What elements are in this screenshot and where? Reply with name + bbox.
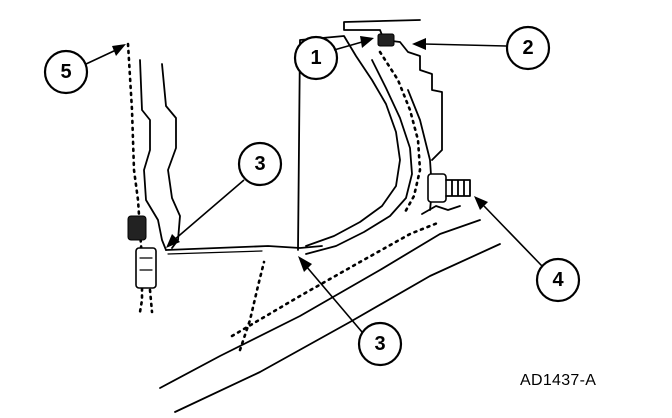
- top-bracket: [343, 19, 443, 161]
- callout-4-circle: [535, 257, 581, 303]
- central-panel-inner: [305, 59, 413, 255]
- floor-line: [165, 245, 323, 251]
- floor-line-lower: [167, 250, 263, 255]
- top-clip: [377, 33, 395, 47]
- callout-1-arrow: [360, 36, 374, 48]
- left-panel-dashed-edge: [126, 42, 144, 314]
- callout-5-leader: [85, 49, 117, 65]
- callout-2-arrow: [412, 38, 426, 50]
- bolt-thread: [445, 179, 471, 197]
- callout-4-arrow: [474, 196, 488, 210]
- lower-body-dashed-1: [230, 220, 442, 338]
- callout-3-lower-arrow: [298, 256, 312, 272]
- callout-4-label: 4: [552, 269, 564, 291]
- central-panel-outer: [297, 35, 401, 251]
- callout-3-upper-circle: [237, 141, 283, 187]
- callout-1-circle: [293, 35, 339, 81]
- callout-2-circle: [505, 25, 551, 71]
- callout-3-upper-arrow: [166, 234, 180, 248]
- callout-4-leader: [483, 205, 543, 267]
- left-bracket-detail: [139, 257, 153, 271]
- bolt-head: [427, 173, 447, 203]
- callout-2-label: 2: [522, 37, 533, 59]
- left-panel-outline-inner: [161, 63, 181, 249]
- left-panel-outline-outer: [139, 59, 167, 251]
- callout-3-lower-circle: [357, 321, 403, 367]
- callout-2-leader: [423, 43, 507, 47]
- callout-1-label: 1: [310, 47, 321, 69]
- lower-body-curve-2: [174, 243, 501, 413]
- callout-3-lower-label: 3: [374, 333, 385, 355]
- callout-5-arrow: [112, 44, 126, 56]
- callout-3-upper-leader: [173, 179, 245, 241]
- central-panel-dashed: [378, 50, 422, 216]
- callout-3-upper-label: 3: [254, 153, 265, 175]
- callout-1-leader: [333, 41, 363, 51]
- lower-body-curve-1: [159, 219, 481, 389]
- callout-3-lower-leader: [305, 265, 363, 333]
- callout-5-circle: [43, 49, 89, 95]
- figure-id-label: AD1437-A: [520, 372, 597, 389]
- lower-body-dashed-2: [238, 260, 266, 352]
- callout-5-label: 5: [60, 61, 71, 83]
- lower-body-flange: [421, 205, 461, 215]
- left-nut: [127, 215, 147, 241]
- left-bracket-lower: [135, 247, 157, 289]
